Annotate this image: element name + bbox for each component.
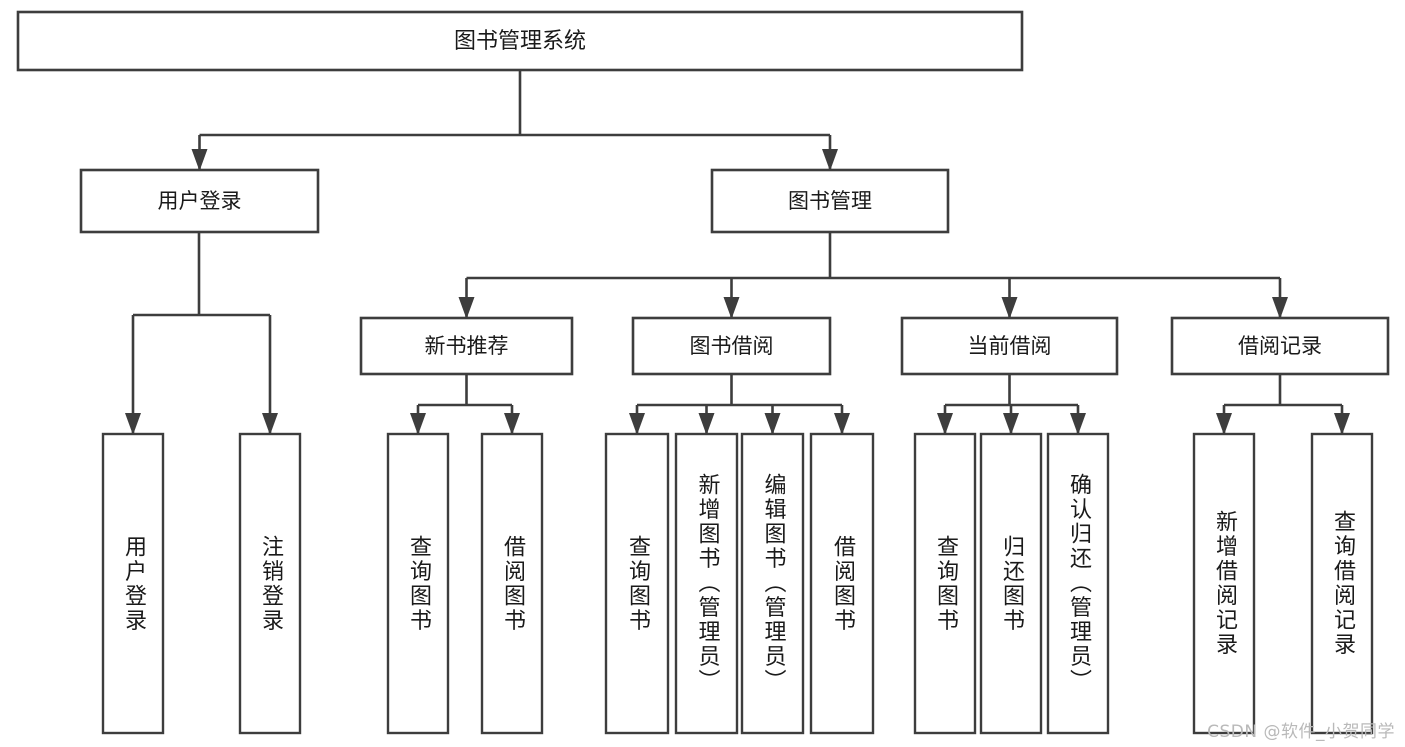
arrow-head-icon	[1001, 297, 1018, 319]
node-box-leaf-2[interactable]	[386, 432, 450, 735]
node-label-root: 图书管理系统	[454, 29, 586, 54]
arrow-head-icon	[834, 413, 850, 435]
node-box-leaf-12[interactable]	[1310, 432, 1374, 735]
node-box-level2-0[interactable]	[79, 168, 320, 234]
arrow-head-icon	[1003, 413, 1019, 435]
arrow-head-icon	[698, 413, 715, 435]
node-box-leaf-3[interactable]	[480, 432, 544, 735]
node-box-leaf-8[interactable]	[913, 432, 977, 735]
node-box-level3-2[interactable]	[900, 316, 1119, 376]
arrow-head-icon	[504, 413, 520, 435]
arrow-head-icon	[410, 413, 426, 435]
node-label-level3-3: 借阅记录	[1238, 334, 1322, 358]
node-label-level2-0: 用户登录	[158, 189, 242, 213]
node-box-leaf-0[interactable]	[101, 432, 165, 735]
arrow-head-icon	[1070, 413, 1086, 435]
box-layer	[16, 10, 1390, 735]
arrow-head-icon	[458, 297, 475, 319]
node-box-level2-1[interactable]	[710, 168, 950, 234]
arrow-head-icon	[629, 413, 645, 435]
arrow-head-icon	[1272, 297, 1288, 319]
node-label-level2-1: 图书管理	[788, 189, 872, 213]
node-label-level3-2: 当前借阅	[968, 334, 1052, 358]
node-box-leaf-9[interactable]	[979, 432, 1043, 735]
node-box-leaf-11[interactable]	[1192, 432, 1256, 735]
arrow-head-icon	[262, 413, 278, 435]
node-box-leaf-6[interactable]	[740, 432, 805, 735]
arrow-head-icon	[1334, 413, 1350, 435]
node-box-leaf-5[interactable]	[674, 432, 739, 735]
node-box-leaf-10[interactable]	[1046, 432, 1110, 735]
node-box-level3-3[interactable]	[1170, 316, 1390, 376]
node-box-leaf-1[interactable]	[238, 432, 302, 735]
arrow-head-icon	[937, 413, 953, 435]
node-box-leaf-4[interactable]	[604, 432, 670, 735]
arrow-head-icon	[1216, 413, 1232, 435]
arrow-head-icon	[764, 413, 781, 435]
node-box-level3-1[interactable]	[631, 316, 832, 376]
node-box-level3-0[interactable]	[359, 316, 574, 376]
node-box-root[interactable]	[16, 10, 1024, 72]
csdn-watermark: CSDN @软件_小贺同学	[1207, 722, 1395, 742]
arrow-head-icon	[191, 149, 208, 171]
node-label-level3-0: 新书推荐	[425, 334, 509, 358]
arrow-head-icon	[125, 413, 141, 435]
arrow-head-icon	[822, 149, 838, 171]
node-label-level3-1: 图书借阅	[690, 334, 774, 358]
node-box-leaf-7[interactable]	[809, 432, 875, 735]
connector-layer	[125, 70, 1350, 435]
arrow-head-icon	[723, 297, 740, 319]
